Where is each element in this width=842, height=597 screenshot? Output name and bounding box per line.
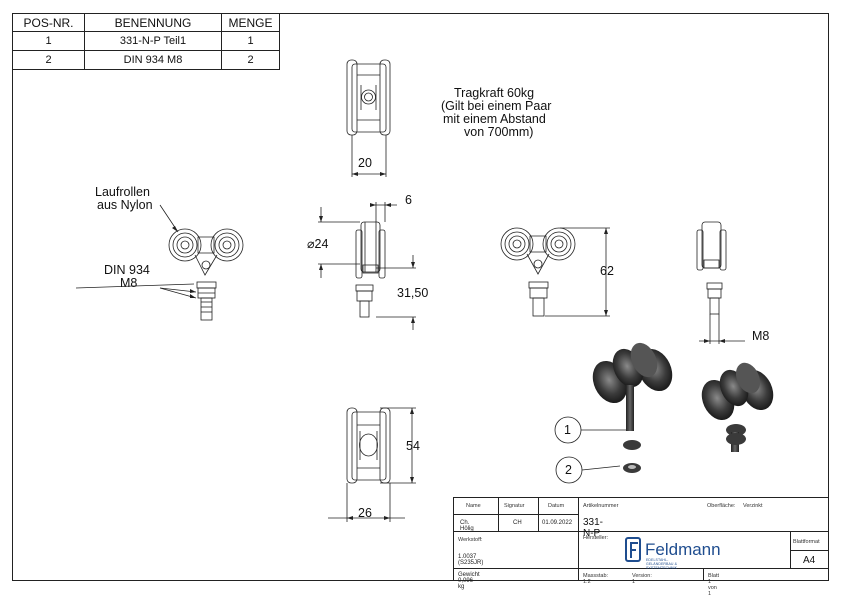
date-label: Datum bbox=[548, 503, 565, 509]
load-note-line1: Tragkraft 60kg bbox=[454, 86, 535, 100]
front-view-right bbox=[500, 227, 610, 317]
load-note-line4: von 700mm) bbox=[464, 125, 534, 139]
material-value: 1.0037 (S235JR) bbox=[458, 554, 484, 566]
iso-render-right bbox=[701, 362, 774, 452]
bottom-view bbox=[328, 407, 416, 522]
article-number: 331-N-P bbox=[583, 517, 604, 539]
row-qty: 2 bbox=[221, 50, 280, 70]
table-row: 1 331-N-P Teil1 1 bbox=[12, 31, 280, 51]
side-view-middle bbox=[318, 202, 416, 330]
table-row: 2 DIN 934 M8 2 bbox=[12, 50, 280, 70]
sheet-number: Blatt 1 von 1 bbox=[708, 573, 720, 597]
feldmann-logo-icon bbox=[625, 537, 641, 562]
logo-text: Feldmann bbox=[645, 540, 721, 559]
rollers-callout-line1: Laufrollen bbox=[95, 185, 150, 199]
load-note-line2: (Gilt bei einem Paar bbox=[441, 99, 552, 113]
dim-thread: M8 bbox=[752, 329, 770, 343]
article-label: Artikelnummer bbox=[583, 503, 619, 509]
header-qty: MENGE bbox=[221, 13, 280, 32]
parts-list: POS-NR. BENENNUNG MENGE 1 331-N-P Teil1 … bbox=[12, 13, 280, 70]
balloon-2-label: 2 bbox=[565, 463, 572, 477]
header-name: BENENNUNG bbox=[84, 13, 222, 32]
drawing-frame bbox=[12, 13, 829, 581]
dim-top-width: 20 bbox=[358, 156, 372, 170]
weight: Gewicht 0,096 kg bbox=[458, 572, 480, 590]
nut-callout-line2: M8 bbox=[120, 276, 138, 290]
manufacturer-label: Hersteller: bbox=[583, 535, 609, 541]
top-view bbox=[346, 59, 391, 177]
dim-total-height: 62 bbox=[600, 264, 614, 278]
row-name: 331-N-P Teil1 bbox=[84, 31, 222, 51]
surface-label: Oberfläche: bbox=[707, 503, 736, 509]
iso-render-left bbox=[592, 342, 673, 473]
drawn-by: Ch. Hölig bbox=[460, 520, 474, 532]
material-label: Werkstoff: bbox=[458, 537, 483, 543]
side-view-right bbox=[696, 221, 745, 344]
sheet-format-label: Blattformat bbox=[793, 539, 820, 545]
dim-bottom-height: 54 bbox=[406, 439, 420, 453]
balloon-1-label: 1 bbox=[564, 423, 571, 437]
signature-value: CH bbox=[513, 520, 522, 526]
dim-wheel-width: 6 bbox=[405, 193, 412, 207]
dim-wheel-diameter: ⌀24 bbox=[307, 237, 329, 251]
sheet-format: A4 bbox=[803, 555, 816, 566]
rollers-callout-line2: aus Nylon bbox=[97, 198, 153, 212]
logo-tagline: EDELSTAHL-GELÄNDERBAU & SYSTEMTECHNIK bbox=[646, 558, 678, 570]
dim-bolt-length: 31,50 bbox=[397, 286, 429, 300]
surface-value: Verzinkt bbox=[743, 503, 763, 509]
name-label: Name bbox=[466, 503, 481, 509]
version: Version: 1 bbox=[632, 573, 652, 585]
nut-callout-line1: DIN 934 bbox=[104, 263, 150, 277]
signature-label: Signatur bbox=[504, 503, 525, 509]
date-value: 01.09.2022 bbox=[542, 520, 573, 526]
load-note-line3: mit einem Abstand bbox=[443, 112, 546, 126]
dim-bottom-width: 26 bbox=[358, 506, 372, 520]
scale: Massstab: 1:2 bbox=[583, 573, 609, 585]
front-view-left bbox=[75, 204, 244, 321]
